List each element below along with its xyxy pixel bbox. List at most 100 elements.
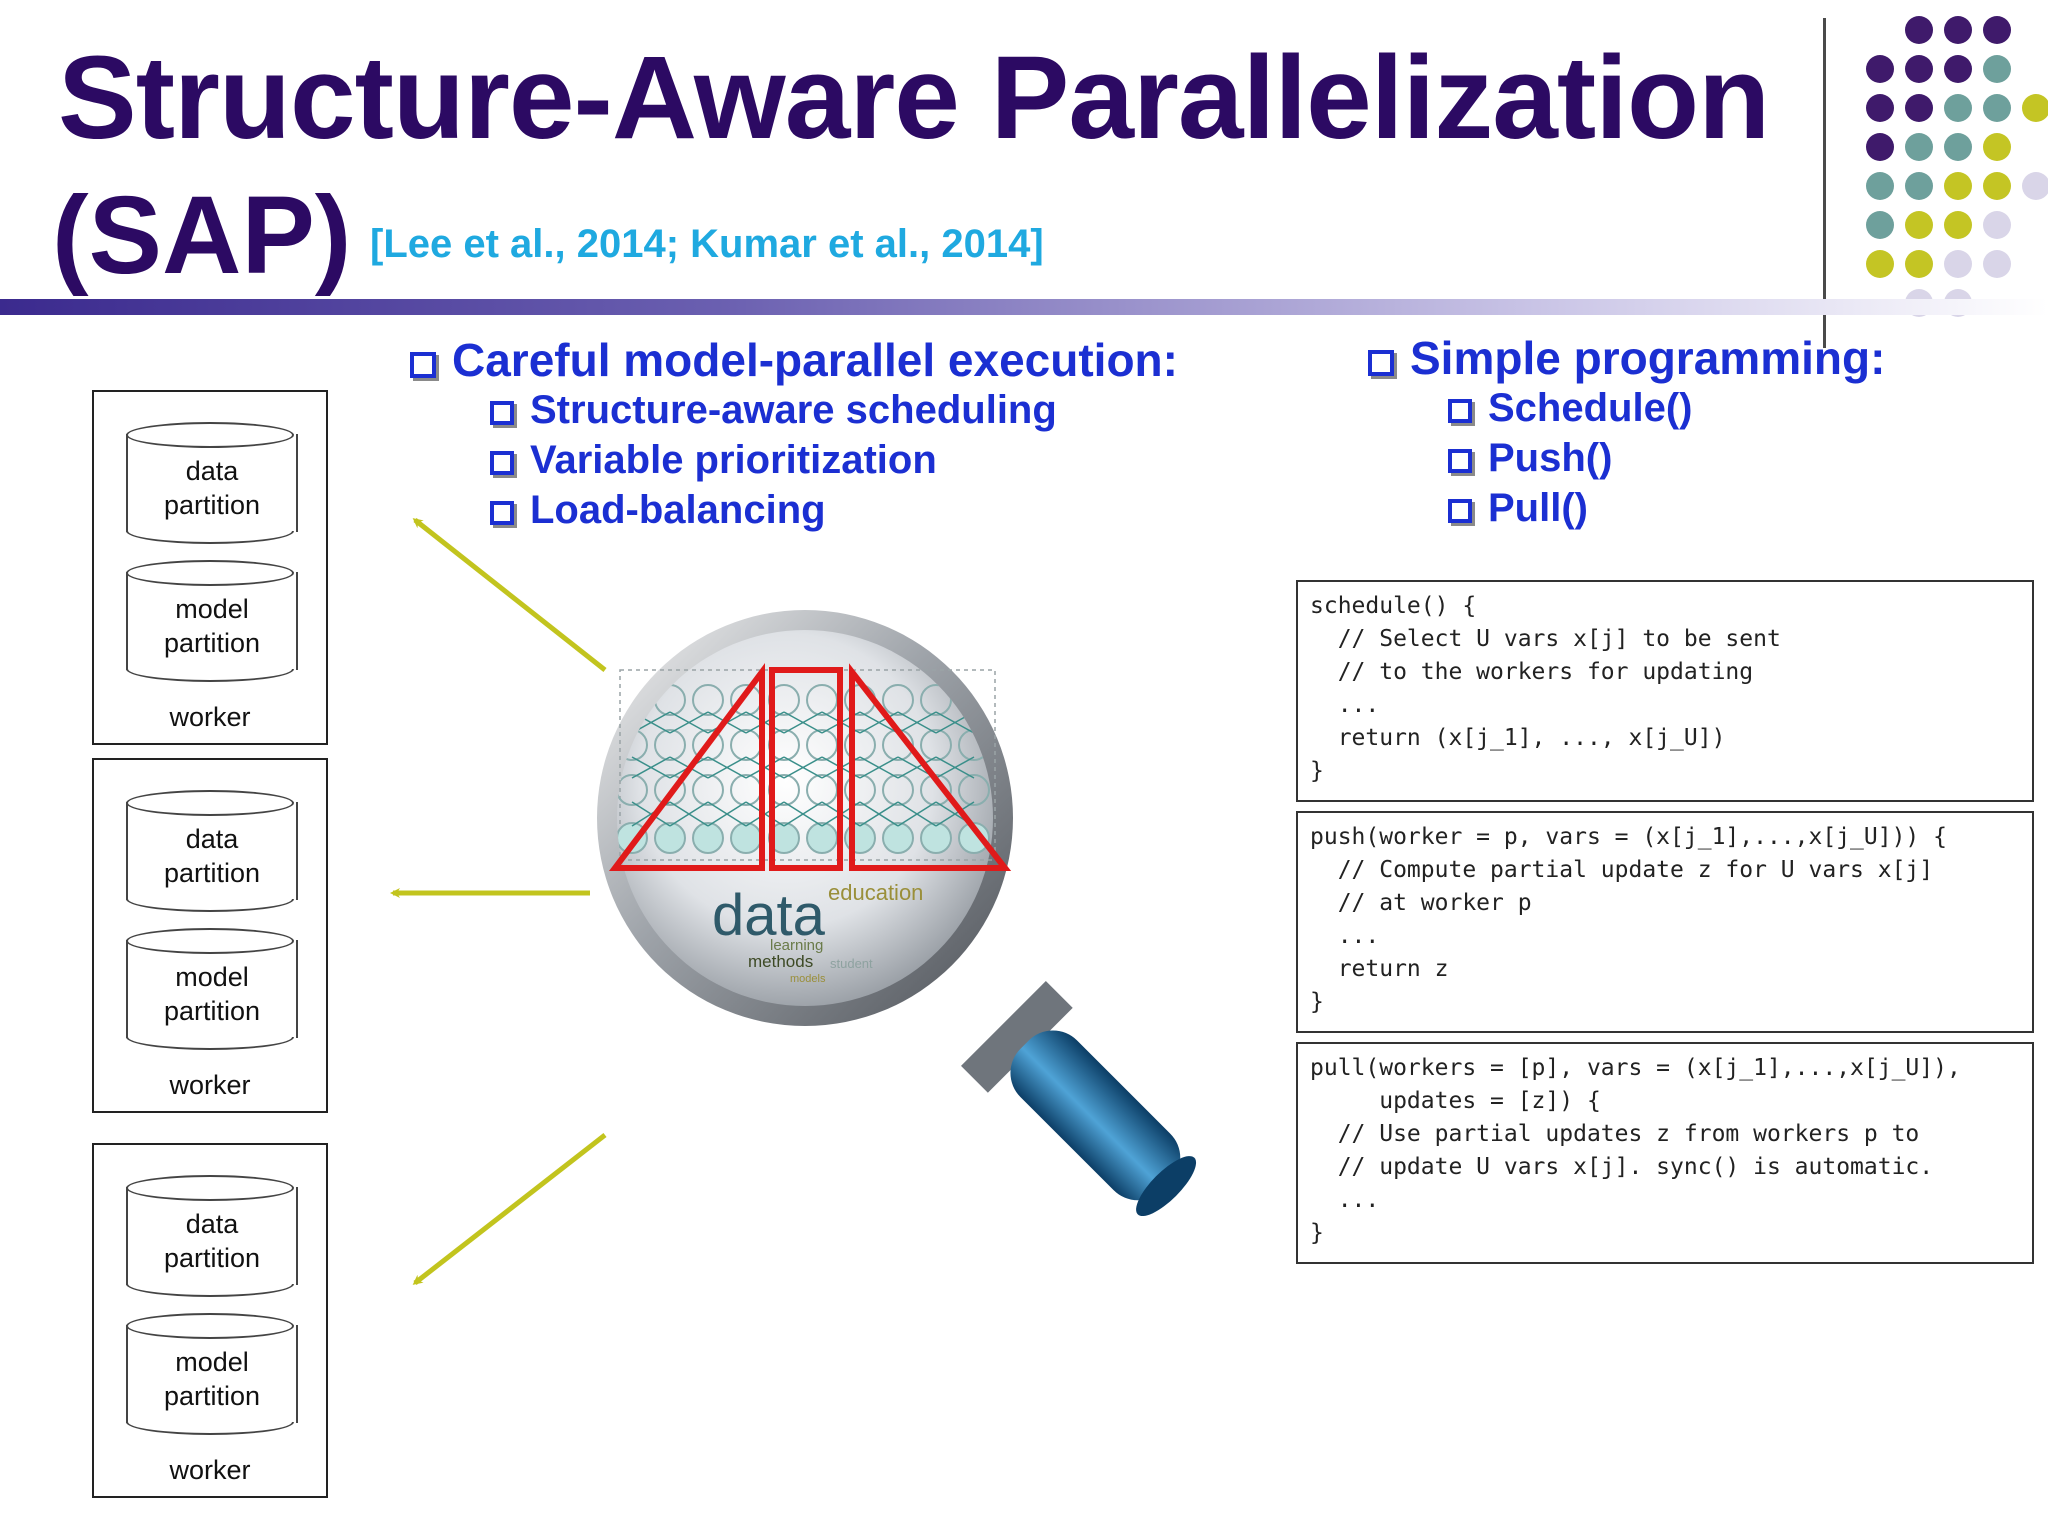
decorative-dot: [1866, 172, 1894, 200]
network-node: [958, 822, 990, 854]
network-edge: [859, 711, 899, 734]
network-node: [958, 774, 990, 806]
checkbox-bullet-icon: [410, 352, 436, 378]
decorative-dot-grid: [1866, 16, 2048, 317]
decorative-dot: [1905, 211, 1933, 239]
arrow-to-worker-3: [412, 1133, 607, 1285]
model-partition-cylinder: model partition: [126, 1313, 298, 1435]
decorative-dot: [1866, 55, 1894, 83]
network-node: [882, 774, 914, 806]
network-node: [920, 684, 952, 716]
network-edge: [935, 756, 975, 779]
decorative-dot: [1905, 55, 1933, 83]
wordcloud-word: student: [830, 956, 873, 971]
wordcloud-word: methods: [748, 952, 813, 971]
decorative-dot: [1866, 133, 1894, 161]
sub-bullet-push: Push(): [1448, 436, 1612, 481]
sub-bullet-pull: Pull(): [1448, 486, 1588, 531]
decorative-dot: [1944, 133, 1972, 161]
network-edge: [783, 711, 823, 734]
decorative-dot: [1905, 16, 1933, 44]
bullet-text: Structure-aware scheduling: [530, 388, 1057, 432]
network-node: [730, 822, 762, 854]
model-partition-cylinder: model partition: [126, 560, 298, 682]
network-edge: [859, 801, 899, 827]
wordcloud-word: education: [828, 880, 923, 905]
decorative-dot: [1944, 211, 1972, 239]
decorative-dot: [1983, 250, 2011, 278]
bullet-simple-programming: Simple programming:: [1368, 331, 1885, 385]
decorative-dot: [1866, 94, 1894, 122]
checkbox-bullet-icon: [1368, 350, 1394, 376]
decorative-dot: [1905, 133, 1933, 161]
decorative-dot: [1983, 55, 2011, 83]
network-node: [920, 729, 952, 761]
decorative-dot: [1983, 94, 2011, 122]
arrow-to-worker-1: [412, 518, 607, 672]
sub-bullet-scheduling: Structure-aware scheduling: [490, 388, 1057, 433]
network-edge: [897, 801, 937, 827]
wordcloud-word: models: [790, 973, 826, 985]
bullet-text: Simple programming:: [1410, 332, 1886, 384]
data-partition-cylinder: data partition: [126, 422, 298, 544]
bullet-text: Schedule(): [1488, 386, 1693, 430]
worker-label: worker: [169, 1455, 251, 1485]
network-node: [617, 774, 648, 806]
network-edge: [707, 801, 747, 827]
decorative-dot: [1905, 250, 1933, 278]
decorative-dot: [1944, 55, 1972, 83]
network-edge: [783, 801, 823, 827]
bullet-text: Careful model-parallel execution:: [452, 334, 1178, 386]
data-partition-label: data partition: [163, 1209, 261, 1273]
data-partition-cylinder: data partition: [126, 790, 298, 912]
code-block-pull: pull(workers = [p], vars = (x[j_1],...,x…: [1296, 1042, 2034, 1264]
slide-title: Structure-Aware Parallelization: [58, 32, 1770, 164]
worker-label: worker: [169, 702, 251, 732]
model-partition-label: model partition: [163, 962, 261, 1026]
bullet-text: Variable prioritization: [530, 438, 937, 482]
network-edge: [783, 756, 823, 779]
decorative-dot: [1905, 172, 1933, 200]
partition-outline-left: [609, 663, 765, 871]
decorative-dot: [1944, 16, 1972, 44]
network-edge: [707, 756, 747, 779]
partition-outline-right: [849, 663, 1012, 871]
model-partition-label: model partition: [163, 594, 261, 658]
decorative-dot: [1983, 211, 2011, 239]
checkbox-bullet-icon: [1448, 499, 1472, 523]
network-edge: [859, 756, 899, 779]
network-node: [920, 822, 952, 854]
network-node: [692, 822, 724, 854]
bullet-text: Pull(): [1488, 486, 1588, 530]
network-node: [692, 729, 724, 761]
network-edge: [897, 756, 937, 779]
network-node: [882, 822, 914, 854]
model-partition-cylinder: model partition: [126, 928, 298, 1050]
decorative-dot: [2022, 172, 2048, 200]
network-node: [654, 729, 686, 761]
decorative-dot: [1983, 16, 2011, 44]
network-node: [844, 729, 876, 761]
network-node: [882, 684, 914, 716]
decorative-dot: [1944, 172, 1972, 200]
network-node: [654, 774, 686, 806]
worker-node-3: data partition model partition worker: [92, 1143, 328, 1498]
network-edge: [631, 756, 671, 779]
network-edge: [669, 711, 709, 734]
data-partition-cylinder: data partition: [126, 1175, 298, 1297]
network-edge: [669, 801, 709, 827]
wordcloud-word: learning: [770, 937, 823, 954]
slide-title-acronym: (SAP): [52, 174, 352, 297]
bullet-text: Load-balancing: [530, 488, 826, 532]
checkbox-bullet-icon: [1448, 449, 1472, 473]
decorative-dot: [1983, 133, 2011, 161]
decorative-dot: [1866, 211, 1894, 239]
network-edge: [935, 801, 975, 827]
citation: [Lee et al., 2014; Kumar et al., 2014]: [370, 222, 1044, 266]
checkbox-bullet-icon: [490, 401, 514, 425]
decorative-dot: [1866, 250, 1894, 278]
checkbox-bullet-icon: [1448, 399, 1472, 423]
decorative-dot: [1905, 94, 1933, 122]
worker-label: worker: [169, 1070, 251, 1100]
